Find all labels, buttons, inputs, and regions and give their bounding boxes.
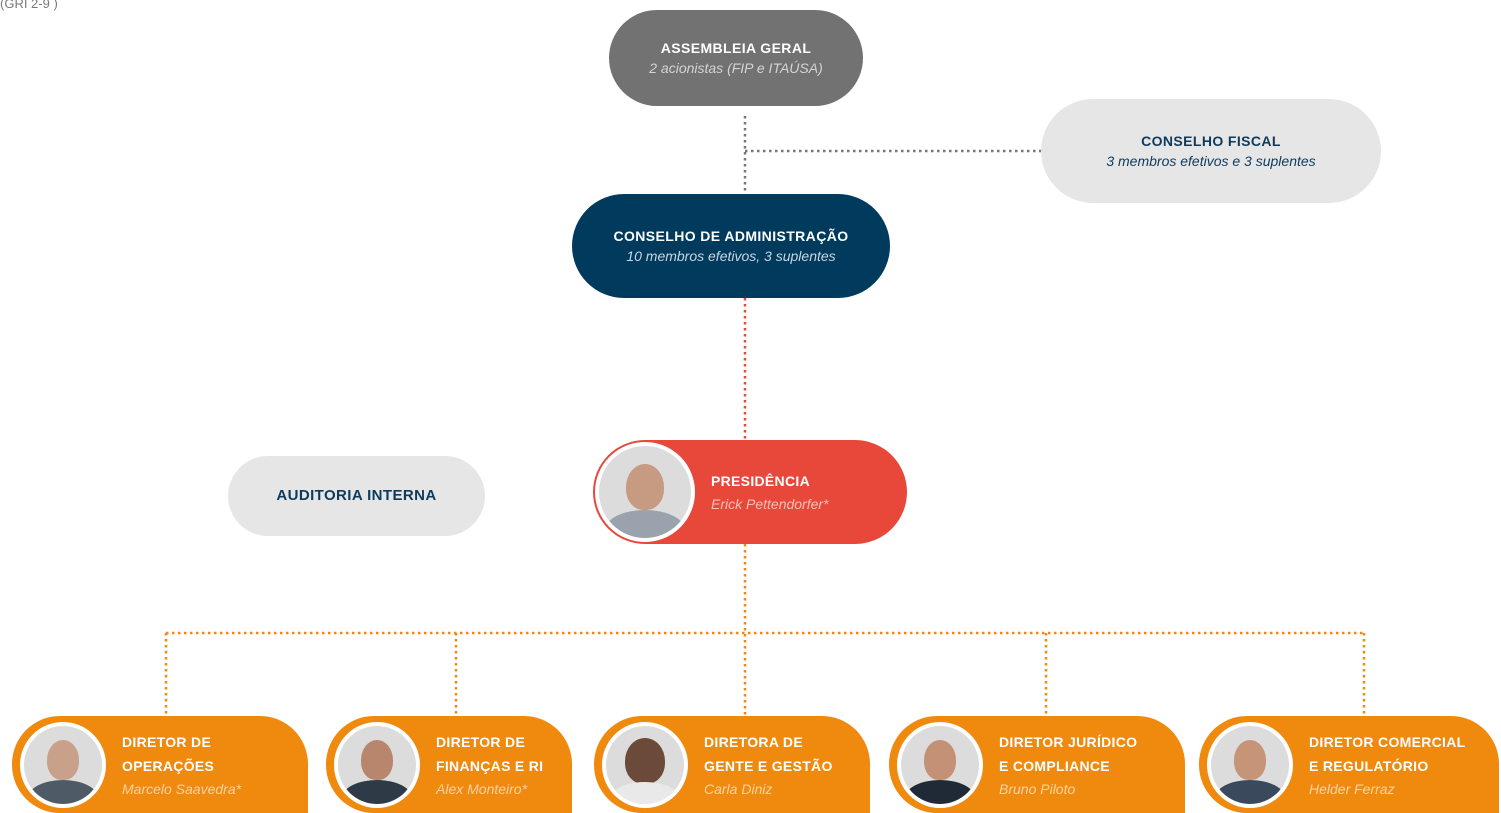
person-name: Marcelo Saavedra* (122, 780, 242, 797)
node-conselho-administracao: CONSELHO DE ADMINISTRAÇÃO 10 membros efe… (572, 194, 890, 298)
node-title-line-1: DIRETORA DE (704, 733, 803, 750)
person-photo-icon (897, 721, 983, 808)
person-photo-icon (602, 721, 688, 808)
person-name: Helder Ferraz (1309, 780, 1395, 797)
node-title: CONSELHO FISCAL (1141, 133, 1281, 149)
person-name: Carla Diniz (704, 780, 773, 797)
node-title: ASSEMBLEIA GERAL (660, 40, 812, 56)
node-diretor-financas: DIRETOR DE FINANÇAS E RI Alex Monteiro* (326, 716, 572, 813)
node-assembleia-geral: ASSEMBLEIA GERAL 2 acionistas (FIP e ITA… (609, 10, 863, 106)
node-title-line-2: FINANÇAS E RI (436, 757, 544, 774)
node-title-line-2: OPERAÇÕES (122, 757, 215, 774)
node-diretor-operacoes: DIRETOR DE OPERAÇÕES Marcelo Saavedra* (12, 716, 308, 813)
node-auditoria-interna: AUDITORIA INTERNA (228, 456, 485, 536)
node-conselho-fiscal: CONSELHO FISCAL 3 membros efetivos e 3 s… (1041, 99, 1381, 203)
node-title-line-2: GENTE E GESTÃO (704, 757, 833, 774)
person-name: Alex Monteiro* (436, 780, 528, 797)
node-title-line-2: E REGULATÓRIO (1309, 757, 1429, 774)
person-name: Bruno Piloto (999, 780, 1076, 797)
person-photo-icon (595, 442, 695, 542)
node-title-line-2: E COMPLIANCE (999, 757, 1110, 774)
node-presidencia: PRESIDÊNCIA Erick Pettendorfer* (593, 440, 907, 544)
node-title-line-1: DIRETOR COMERCIAL (1309, 733, 1466, 750)
node-title-line-1: DIRETOR DE (436, 733, 526, 750)
person-photo-icon (334, 721, 420, 808)
node-subtitle: 10 membros efetivos, 3 suplentes (626, 248, 836, 264)
node-title: CONSELHO DE ADMINISTRAÇÃO (613, 228, 849, 244)
node-title: PRESIDÊNCIA (711, 473, 810, 489)
person-photo-icon (1207, 721, 1293, 808)
node-subtitle: 3 membros efetivos e 3 suplentes (1106, 153, 1316, 169)
node-diretora-gente: DIRETORA DE GENTE E GESTÃO Carla Diniz (594, 716, 870, 813)
node-subtitle: 2 acionistas (FIP e ITAÚSA) (649, 60, 823, 76)
person-name: Erick Pettendorfer* (711, 496, 829, 512)
node-title-line-1: DIRETOR JURÍDICO (999, 733, 1138, 750)
node-title-line-1: DIRETOR DE (122, 733, 212, 750)
gri-label: (GRI 2-9 ) (0, 0, 58, 11)
node-title: AUDITORIA INTERNA (276, 487, 437, 504)
person-photo-icon (20, 721, 106, 808)
node-diretor-juridico: DIRETOR JURÍDICO E COMPLIANCE Bruno Pilo… (889, 716, 1185, 813)
node-diretor-comercial: DIRETOR COMERCIAL E REGULATÓRIO Helder F… (1199, 716, 1499, 813)
